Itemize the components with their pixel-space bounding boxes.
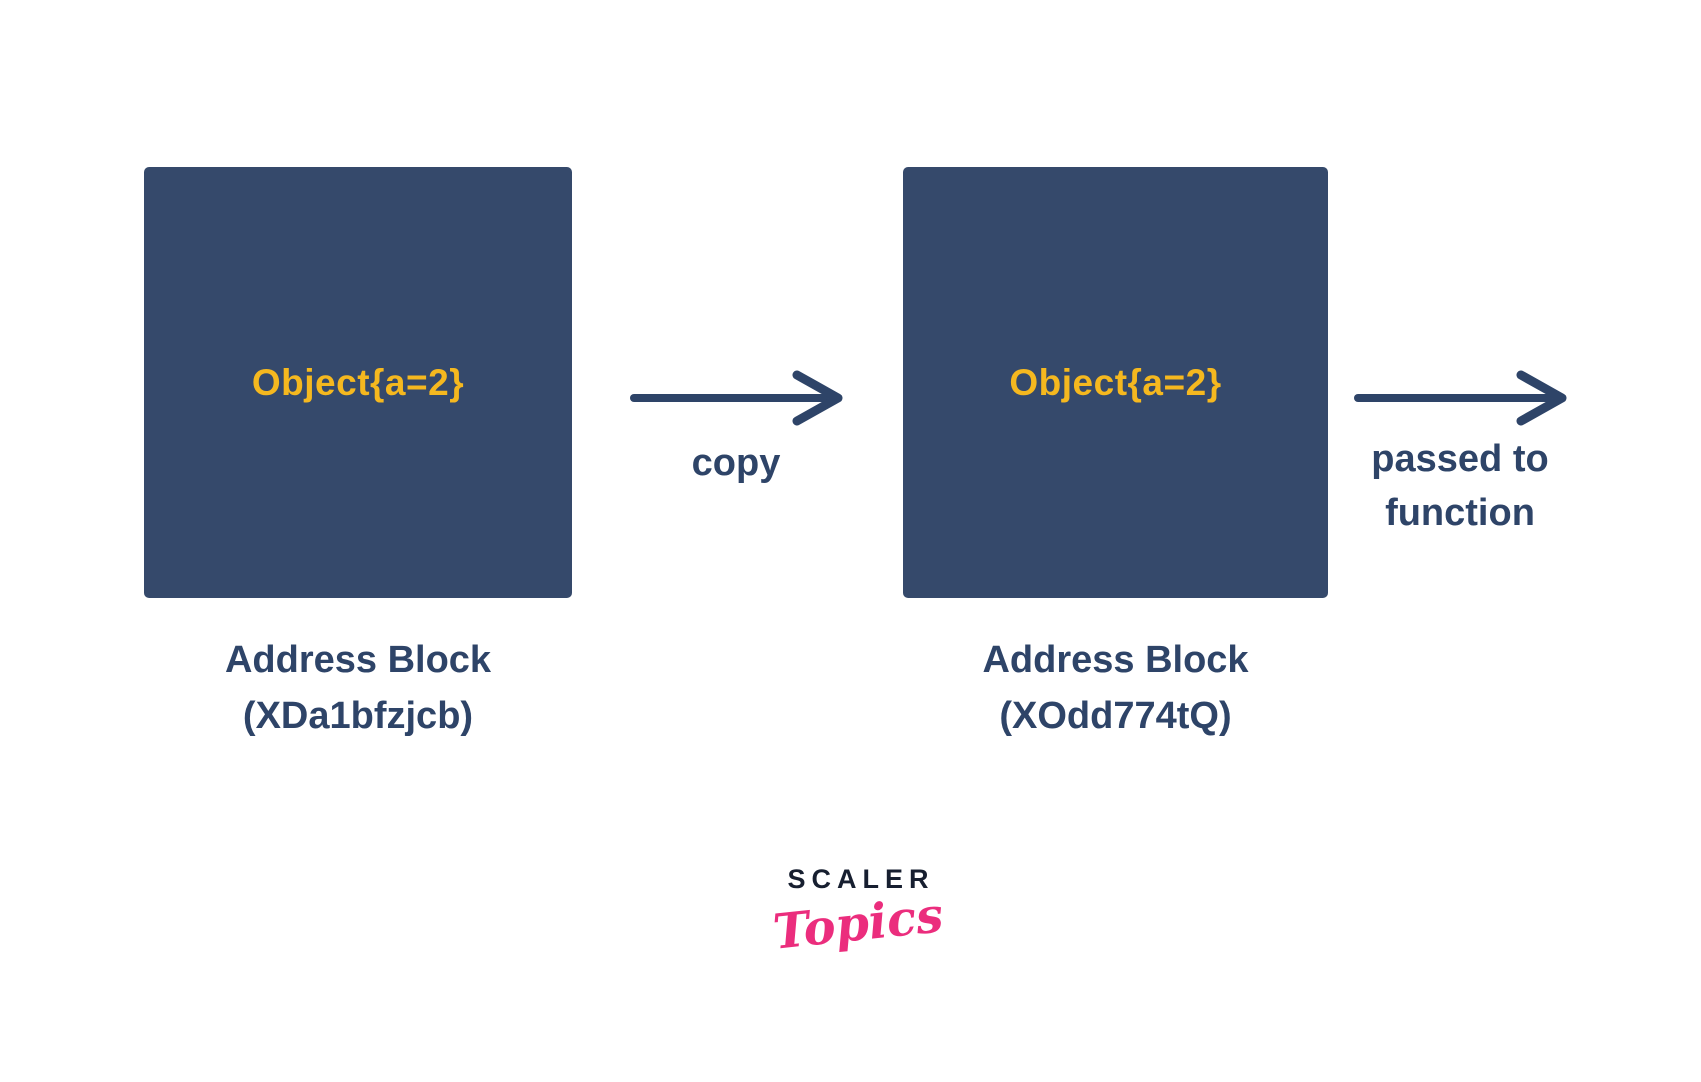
address-block-1-label-line1: Address Block: [224, 639, 492, 681]
address-block-1-label-line2: (XDa1bfzjcb): [242, 695, 474, 737]
copy-arrow-label: copy: [691, 442, 781, 484]
passed-to-function-arrow-label: passed to function: [1338, 432, 1582, 540]
address-block-2: Object{a=2}: [903, 167, 1328, 598]
address-block-2-label: Address Block (XOdd774tQ): [903, 632, 1328, 744]
address-block-2-label-line2: (XOdd774tQ): [999, 695, 1232, 737]
topics-wordmark: Topics: [770, 887, 946, 961]
passed-to-function-label-line1: passed to: [1371, 438, 1549, 480]
object-value-1: Object{a=2}: [251, 361, 465, 403]
address-block-1-label: Address Block (XDa1bfzjcb): [144, 632, 572, 744]
passed-to-function-arrow-icon: [1354, 370, 1567, 426]
address-block-2-label-line1: Address Block: [982, 639, 1249, 681]
scaler-wordmark: SCALER: [787, 864, 935, 894]
passed-to-function-label-line2: function: [1385, 492, 1535, 534]
passed-to-function-arrow-head: [1516, 370, 1567, 426]
scaler-topics-logo: SCALER Topics: [700, 864, 1016, 961]
copy-arrow-head: [792, 370, 843, 426]
address-block-1: Object{a=2}: [144, 167, 572, 598]
copy-arrow-icon: [630, 370, 843, 426]
object-value-2: Object{a=2}: [1009, 361, 1222, 403]
